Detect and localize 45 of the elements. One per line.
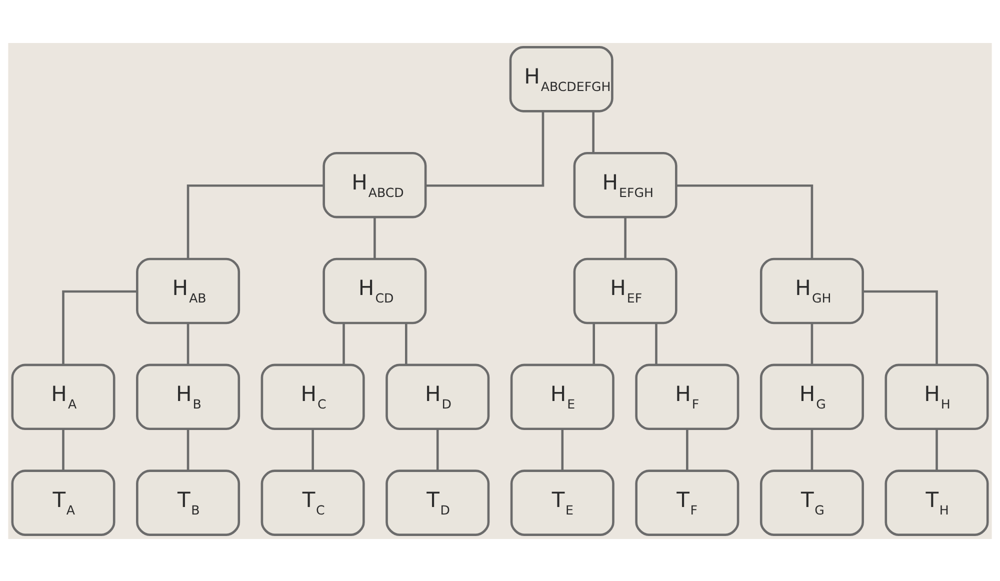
node-box: T$_{H}$	[884, 469, 989, 536]
connector	[561, 428, 564, 470]
node-box: H$_{E}$	[510, 363, 614, 430]
connector	[655, 322, 658, 364]
connector	[436, 428, 439, 470]
node-box: H$_{H}$	[884, 363, 989, 430]
node-box: H$_{G}$	[760, 363, 864, 430]
node-box: T$_{G}$	[760, 469, 864, 536]
node-box: H$_{A}$	[11, 363, 116, 430]
connector	[936, 428, 938, 470]
node-box: H$_{D}$	[386, 363, 490, 430]
connector	[405, 322, 408, 364]
connector	[374, 216, 376, 258]
connector	[186, 428, 190, 470]
connector	[810, 322, 814, 364]
node-box: H$_{C}$	[260, 363, 365, 430]
node-box: H$_{EF}$	[573, 257, 678, 324]
connector	[686, 428, 688, 470]
node-box: H$_{GH}$	[760, 257, 864, 324]
connector	[624, 216, 626, 258]
node-box: H$_{AB}$	[136, 257, 240, 324]
node-box: T$_{A}$	[11, 469, 116, 536]
connector	[810, 428, 814, 470]
connector	[62, 428, 64, 470]
node-box: H$_{EFGH}$	[573, 151, 678, 218]
connector	[676, 184, 814, 258]
connector	[863, 290, 938, 364]
node-box: H$_{ABCDEFGH}$	[509, 46, 614, 112]
connector	[186, 184, 324, 258]
node-box: T$_{D}$	[386, 469, 490, 536]
connector	[312, 428, 314, 470]
connector	[62, 290, 137, 364]
node-box: T$_{C}$	[260, 469, 365, 536]
connector	[592, 110, 594, 152]
node-box: T$_{F}$	[635, 469, 740, 536]
node-box: H$_{F}$	[635, 363, 740, 430]
connector	[342, 322, 345, 364]
node-box: H$_{B}$	[136, 363, 240, 430]
node-box: H$_{CD}$	[322, 257, 427, 324]
connector	[186, 322, 190, 364]
connector	[426, 110, 544, 186]
node-box: T$_{E}$	[510, 469, 614, 536]
node-box: H$_{ABCD}$	[322, 151, 427, 218]
connector	[592, 322, 595, 364]
node-box: T$_{B}$	[136, 469, 240, 536]
